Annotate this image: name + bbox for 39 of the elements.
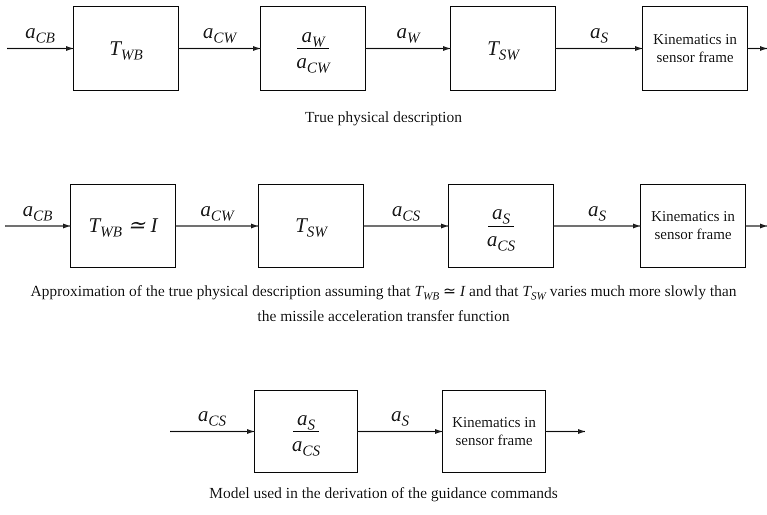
arrow — [366, 46, 450, 51]
arrow — [7, 46, 73, 51]
arrow — [746, 224, 767, 228]
fraction-denominator: a$_{CS}$ — [486, 226, 516, 251]
arrow — [554, 224, 640, 228]
transfer-function: T$_{WB}$ — [109, 36, 143, 60]
transfer-function: T$_{SW}$ — [295, 214, 327, 238]
block-box — [260, 6, 366, 91]
block-box — [448, 184, 554, 268]
fraction-denominator: a$_{CS}$ — [292, 432, 320, 456]
arrow — [748, 46, 767, 51]
arrow — [176, 224, 258, 228]
arrow — [5, 224, 70, 228]
transfer-function: T$_{WB}$ ≃ I — [88, 214, 158, 238]
block-box — [450, 6, 556, 91]
transfer-function: T$_{SW}$ — [487, 36, 519, 60]
arrow — [170, 429, 254, 434]
arrow — [546, 429, 585, 434]
fraction-numerator: a$_{W}$ — [297, 24, 329, 49]
block-box — [640, 184, 746, 268]
arrow — [179, 46, 260, 51]
block-label: Kinematics in sensor frame — [650, 208, 736, 244]
fraction-numerator: a$_{S}$ — [292, 406, 320, 432]
arrow — [556, 46, 642, 51]
block-box — [73, 6, 179, 91]
block-label: Kinematics in sensor frame — [652, 30, 738, 66]
arrow — [364, 224, 448, 228]
block-box — [442, 390, 546, 473]
block-box — [642, 6, 748, 91]
fraction-denominator: a$_{CW}$ — [296, 49, 330, 74]
caption: Model used in the derivation of the guidance commands — [208, 484, 559, 504]
block-box — [70, 184, 176, 268]
caption: Approximation of the true physical description assuming that T$_{WB}$ ≃ I and that T$_{SW}$ varies much more slowly than the missile acceleration transfer function — [29, 282, 738, 327]
arrow — [358, 429, 442, 434]
fraction-numerator: a$_{S}$ — [488, 201, 514, 226]
caption: True physical description — [304, 108, 463, 128]
block-box — [258, 184, 364, 268]
block-label: Kinematics in sensor frame — [451, 414, 537, 450]
block-box — [254, 390, 358, 473]
